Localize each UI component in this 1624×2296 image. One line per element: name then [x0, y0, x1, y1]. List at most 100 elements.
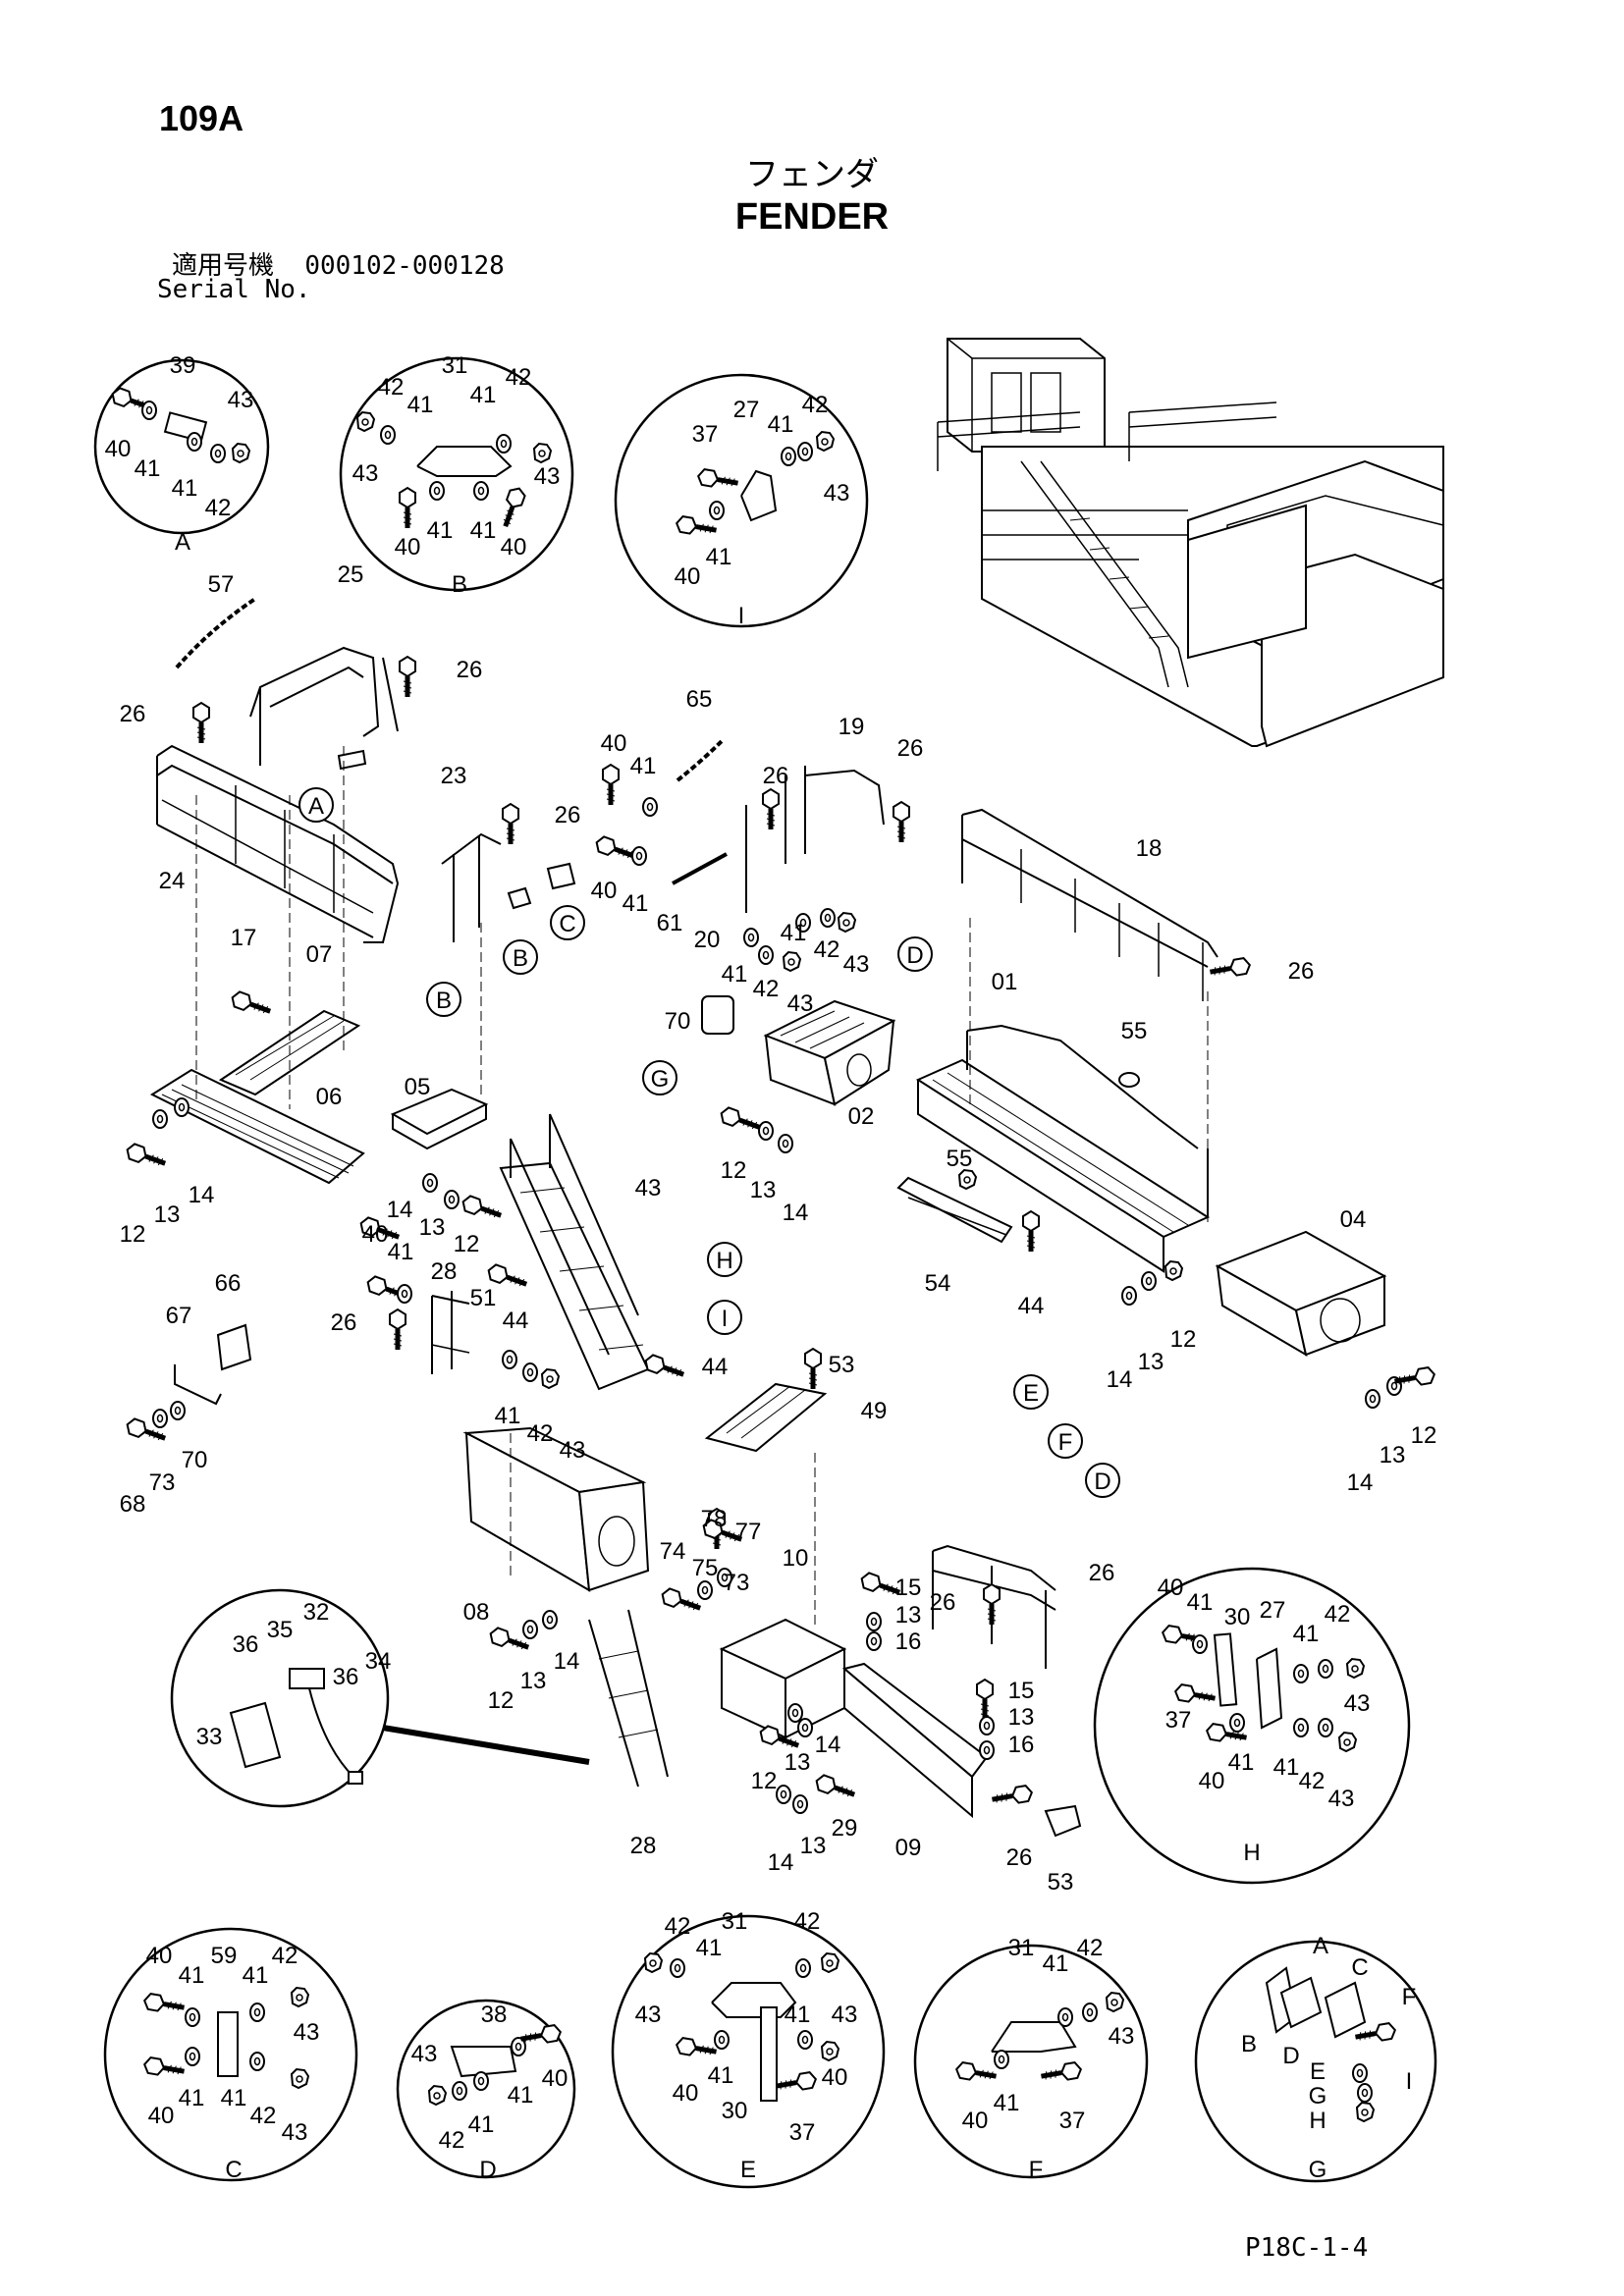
label-12: 12 [488, 1687, 514, 1714]
label-02: 02 [848, 1103, 875, 1130]
callout-C-part-0: 40 [146, 1943, 173, 1969]
ref-letters: A B B C D G H I E F D [298, 787, 1120, 1498]
title-english: FENDER [734, 196, 890, 238]
label-28: 28 [630, 1833, 657, 1859]
label-12: 12 [120, 1221, 146, 1248]
label-43: 43 [843, 951, 870, 978]
callout-E-part-4: 43 [635, 2002, 662, 2028]
serial-range: 000102-000128 [304, 251, 505, 281]
part-railing-18 [961, 808, 1218, 1001]
label-42: 42 [527, 1420, 554, 1447]
callout-F-label: F [1029, 2157, 1044, 2183]
label-13: 13 [419, 1214, 446, 1241]
callout-D-part-3: 41 [468, 2111, 495, 2138]
label-54: 54 [925, 1270, 951, 1297]
callout-H-part-10: 41 [1273, 1754, 1300, 1781]
part-bracket-10 [719, 1618, 847, 1739]
label-26: 26 [120, 701, 146, 727]
callout-B-part-2: 41 [427, 517, 454, 544]
callout-C: C 40 41 59 41 42 43 40 41 41 42 43 [103, 1927, 358, 2183]
label-47: 44 [702, 1354, 729, 1380]
callout-B: B 31 40 41 41 40 42 41 41 42 43 43 [339, 352, 574, 598]
callout-A-part-3: 41 [172, 475, 198, 502]
label-75: 75 [692, 1555, 719, 1581]
part-pin-55 [1118, 1072, 1140, 1088]
part-platform-02 [763, 999, 896, 1106]
callout-E: E 42 31 42 41 43 41 43 40 41 40 30 37 [611, 1908, 886, 2189]
label-13: 13 [154, 1201, 181, 1228]
label-44: 44 [503, 1308, 529, 1334]
label-41: 41 [495, 1403, 521, 1429]
svg-text:C: C [559, 911, 575, 937]
callout-H-part-9: 41 [1228, 1749, 1255, 1776]
label-40: 40 [601, 730, 627, 757]
label-14: 14 [1347, 1469, 1374, 1496]
part-bracket-19 [745, 766, 885, 913]
label-22: 24 [159, 868, 186, 894]
callout-F-part-6: 37 [1059, 2108, 1086, 2134]
callout-B-part-0: 31 [442, 352, 468, 379]
label-18: 18 [1136, 835, 1163, 862]
label-24: 28 [431, 1258, 458, 1285]
callout-I-part-2: 41 [768, 411, 794, 438]
callout-B-part-9: 43 [352, 460, 379, 487]
label-14: 14 [554, 1648, 580, 1675]
label-42: 42 [753, 976, 780, 1002]
label-04: 04 [1340, 1206, 1367, 1233]
part-chain-57 [175, 597, 257, 669]
label-07: 07 [306, 941, 333, 968]
callout-G-part-1: C [1351, 1954, 1368, 1981]
label-26: 26 [555, 802, 581, 828]
label-26: 26 [930, 1589, 956, 1616]
label-25: 26 [1089, 1560, 1115, 1586]
label-13: 13 [1138, 1349, 1164, 1375]
callout-C-part-7: 41 [179, 2085, 205, 2111]
serial-label-jp: 適用号機 [172, 251, 275, 281]
label-14: 14 [189, 1182, 215, 1208]
label-61: 61 [657, 910, 683, 936]
callout-E-part-3: 41 [696, 1935, 723, 1961]
callout-A-part-4: 42 [205, 495, 232, 521]
svg-text:I: I [722, 1306, 729, 1332]
callout-H-part-4: 41 [1293, 1621, 1320, 1647]
label-41: 41 [781, 920, 807, 946]
callout-H-label: H [1243, 1840, 1260, 1866]
label-26: 26 [1288, 958, 1315, 985]
callout-E-part-2: 42 [794, 1908, 821, 1935]
label-14: 14 [768, 1849, 794, 1876]
callout-I-part-1: 37 [692, 421, 719, 448]
label-67: 70 [182, 1447, 208, 1473]
svg-text:G: G [651, 1066, 670, 1093]
part-bracket-65 [174, 1364, 222, 1406]
part-panel-09 [841, 1662, 989, 1819]
ref-G: G [642, 1060, 677, 1095]
callout-E-part-5: 41 [785, 2002, 811, 2028]
label-45: 43 [635, 1175, 662, 1201]
callout-H-part-12: 43 [1328, 1786, 1355, 1812]
svg-text:D: D [1094, 1468, 1110, 1495]
part-railing-22 [156, 744, 400, 943]
label-16: 16 [1008, 1732, 1035, 1758]
label-66: 68 [120, 1491, 146, 1518]
ref-B-1: B [426, 982, 461, 1017]
label-13: 13 [895, 1602, 922, 1629]
callout-D-part-5: 40 [542, 2065, 568, 2092]
callout-A-label: A [175, 529, 190, 556]
callout-D: D 38 43 42 41 41 40 [396, 1999, 576, 2183]
svg-text:B: B [513, 945, 528, 972]
label-16: 16 [895, 1629, 922, 1655]
callout-G-part-3: B [1241, 2031, 1257, 2057]
label-15: 15 [895, 1575, 922, 1601]
label-41: 41 [623, 890, 649, 917]
callout-G-part-8: I [1406, 2068, 1413, 2095]
part-step-05 [390, 1088, 489, 1150]
callout-G-part-5: E [1310, 2058, 1326, 2085]
svg-text:H: H [716, 1248, 732, 1274]
svg-text:E: E [1023, 1380, 1039, 1407]
callout-C-label: C [225, 2157, 242, 2183]
label-15: 15 [1008, 1678, 1035, 1704]
callout-G-part-7: H [1309, 2108, 1326, 2134]
label-70: 70 [665, 1008, 691, 1035]
part-stair-45 [499, 1113, 650, 1391]
